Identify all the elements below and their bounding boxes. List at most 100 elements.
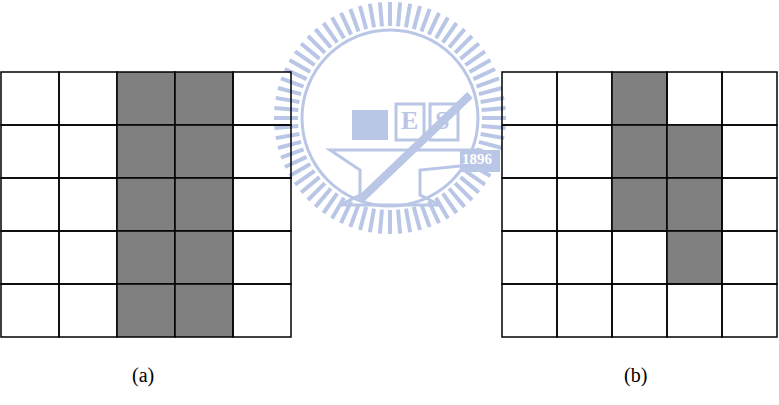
logo-ray [479, 142, 502, 148]
filled-pixel [612, 178, 667, 231]
logo-ray [436, 198, 448, 219]
empty-pixel [233, 178, 291, 231]
filled-pixel [175, 178, 233, 231]
empty-pixel [502, 231, 557, 284]
empty-pixel [557, 125, 612, 178]
empty-pixel [59, 125, 117, 178]
logo-ray [350, 204, 358, 227]
logo-ray [388, 210, 392, 234]
logo-ray [406, 4, 410, 28]
subfigure-label: (a) [132, 364, 154, 387]
logo-ray [278, 142, 301, 148]
filled-pixel [117, 125, 175, 178]
empty-pixel [59, 72, 117, 125]
empty-pixel [502, 178, 557, 231]
empty-pixel [612, 231, 667, 284]
empty-pixel [59, 178, 117, 231]
logo-ray [406, 209, 410, 233]
empty-pixel [722, 72, 777, 125]
empty-pixel [59, 231, 117, 284]
logo-ray [360, 207, 366, 230]
empty-pixel [1, 284, 59, 337]
logo-ray [332, 18, 344, 39]
empty-pixel [233, 125, 291, 178]
subfigure-label: (b) [624, 364, 647, 387]
logo-hammer [360, 95, 470, 200]
logo-ray [285, 157, 307, 167]
empty-pixel [1, 72, 59, 125]
logo-ray [476, 78, 499, 86]
logo-ray [276, 134, 300, 138]
logo-ray [388, 2, 392, 26]
empty-pixel [502, 125, 557, 178]
empty-pixel [722, 231, 777, 284]
pixel-grid-a [1, 72, 291, 337]
logo-ray [274, 126, 298, 128]
logo-ray [281, 78, 304, 86]
pixel-grid-b [502, 72, 777, 337]
logo-ray [370, 4, 374, 28]
filled-pixel [117, 72, 175, 125]
logo-year-plate [460, 150, 500, 172]
logo-ray [274, 108, 298, 110]
filled-pixel [175, 72, 233, 125]
filled-pixel [667, 231, 722, 284]
empty-pixel [557, 284, 612, 337]
empty-pixel [557, 72, 612, 125]
logo-ray [380, 210, 382, 234]
empty-pixel [612, 284, 667, 337]
empty-pixel [722, 284, 777, 337]
filled-pixel [175, 125, 233, 178]
logo-ray [380, 2, 382, 26]
watermark-letter: E [401, 106, 418, 136]
filled-pixel [175, 231, 233, 284]
logo-ray [290, 164, 311, 176]
empty-pixel [722, 125, 777, 178]
logo-ray [285, 69, 307, 79]
logo-box [396, 104, 424, 140]
filled-pixel [175, 284, 233, 337]
filled-pixel [117, 231, 175, 284]
filled-pixel [667, 178, 722, 231]
empty-pixel [1, 178, 59, 231]
empty-pixel [667, 72, 722, 125]
empty-pixel [1, 125, 59, 178]
logo-ray [274, 116, 298, 120]
logo-ray [481, 134, 505, 138]
logo-ray [341, 13, 351, 35]
logo-ray [414, 6, 420, 29]
logo-ray [278, 88, 301, 94]
empty-pixel [233, 231, 291, 284]
empty-pixel [233, 72, 291, 125]
empty-pixel [722, 178, 777, 231]
empty-pixel [557, 231, 612, 284]
logo-ray [360, 6, 366, 29]
empty-pixel [233, 284, 291, 337]
logo-ray [481, 98, 505, 102]
logo-ray [429, 13, 439, 35]
logo-ray [421, 204, 429, 227]
logo-book [352, 110, 388, 140]
logo-ray [398, 2, 400, 26]
watermark-letter: S [435, 106, 449, 136]
logo-ray [276, 98, 300, 102]
logo-ray [421, 9, 429, 32]
empty-pixel [502, 284, 557, 337]
filled-pixel [612, 72, 667, 125]
empty-pixel [1, 231, 59, 284]
logo-ray [350, 9, 358, 32]
empty-pixel [667, 284, 722, 337]
empty-pixel [502, 72, 557, 125]
filled-pixel [612, 125, 667, 178]
logo-ray [370, 209, 374, 233]
logo-ray [398, 210, 400, 234]
logo-ray [479, 88, 502, 94]
filled-pixel [117, 284, 175, 337]
filled-pixel [667, 125, 722, 178]
logo-ray [470, 60, 491, 72]
logo-ray [414, 207, 420, 230]
filled-pixel [117, 178, 175, 231]
logo-ray [281, 149, 304, 157]
